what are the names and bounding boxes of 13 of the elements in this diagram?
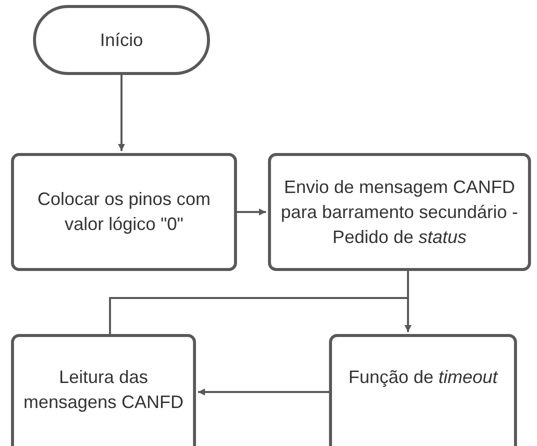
node-text: Colocar os pinos com valor lógico "0" — [36, 188, 212, 236]
arrow — [237, 208, 266, 216]
process-box — [329, 334, 517, 446]
process-box — [11, 334, 196, 446]
arrow — [118, 75, 125, 151]
arrow — [198, 388, 329, 396]
node-text: Início — [100, 28, 144, 52]
process-box — [11, 153, 237, 271]
node-text: Envio de mensagem CANFD para barramento secundário - Pedido de status — [280, 176, 520, 248]
process-box — [268, 153, 531, 271]
node-text: Função de timeout — [348, 366, 498, 389]
node-text: Leitura das mensagens CANFD — [22, 366, 185, 414]
arrow — [109, 297, 412, 334]
